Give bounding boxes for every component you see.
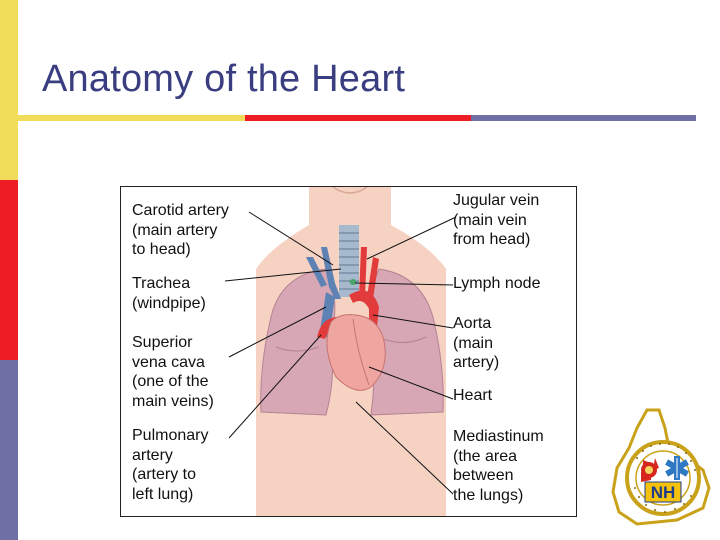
label-heart: Heart (453, 387, 493, 404)
label-lymph-node: Lymph node (453, 275, 541, 292)
title-rule-red (245, 115, 471, 121)
nh-ems-logo: NH (607, 408, 712, 528)
trachea (339, 225, 359, 297)
heart-anatomy-figure: Carotid artery (main artery to head) Tra… (120, 186, 577, 517)
sidebar-accent-yellow (0, 0, 18, 180)
label-aorta: Aorta (main artery) (453, 315, 500, 371)
title-rule-purple (471, 115, 696, 121)
carotid-artery (359, 247, 367, 297)
sidebar-accent-purple (0, 360, 18, 540)
lymph-node (349, 279, 357, 285)
label-mediastinum: Mediastinum (the area between the lungs) (453, 428, 544, 504)
logo-nh-text: NH (651, 483, 676, 502)
heart (326, 314, 386, 391)
sidebar-accent-red (0, 180, 18, 360)
label-jugular-vein: Jugular vein (main vein from head) (453, 192, 540, 248)
aorta (349, 290, 379, 327)
label-pulmonary-artery: Pulmonary artery (artery to left lung) (132, 427, 209, 503)
label-trachea: Trachea (windpipe) (132, 275, 206, 312)
chin (332, 187, 368, 194)
label-superior-vena-cava: Superior vena cava (one of the main vein… (132, 334, 214, 410)
nh-state-seal-icon: NH (611, 408, 711, 526)
slide-title: Anatomy of the Heart (42, 58, 406, 100)
title-rule-yellow (18, 115, 245, 121)
label-carotid-artery: Carotid artery (main artery to head) (132, 202, 229, 258)
anatomy-illustration (224, 187, 457, 516)
